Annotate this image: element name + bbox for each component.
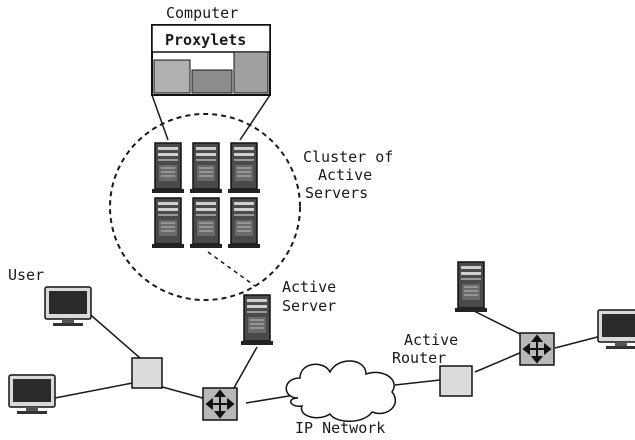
cluster-label-line1: Cluster of bbox=[303, 148, 393, 166]
zoom-line-right bbox=[239, 94, 271, 141]
active-router-label-line1: Active bbox=[404, 331, 458, 349]
active-server-label-line1: Active bbox=[282, 278, 336, 296]
user-monitor-icon bbox=[44, 286, 92, 327]
link-router-cloud bbox=[245, 394, 296, 404]
cloud-icon bbox=[285, 360, 397, 422]
computer-box bbox=[151, 24, 271, 96]
active-server-icon bbox=[240, 294, 274, 346]
active-router-label-line2: Router bbox=[392, 349, 446, 367]
computer-label: Computer bbox=[166, 4, 238, 22]
cluster-label-line3: Servers bbox=[305, 184, 368, 202]
server-icon bbox=[189, 197, 223, 249]
link-user1-hub bbox=[84, 309, 149, 366]
link-server-router bbox=[471, 309, 529, 339]
user-label: User bbox=[8, 266, 44, 284]
remote-server-icon bbox=[454, 261, 488, 313]
link-router-monitor bbox=[554, 334, 606, 349]
server-icon bbox=[227, 142, 261, 194]
link-router-server bbox=[229, 346, 258, 396]
cluster-boundary bbox=[109, 113, 301, 301]
connection-lines bbox=[54, 94, 606, 404]
server-icon bbox=[227, 197, 261, 249]
ip-network-label: IP Network bbox=[295, 419, 385, 436]
active-server-label-line2: Server bbox=[282, 297, 336, 315]
cluster-label-line2: Active bbox=[318, 166, 372, 184]
cluster-to-server-dashed bbox=[207, 251, 256, 287]
router-icon bbox=[519, 332, 555, 366]
proxylets-label: Proxylets bbox=[165, 31, 246, 49]
server-icon bbox=[151, 197, 185, 249]
zoom-line-left bbox=[151, 94, 169, 141]
hub-icon bbox=[131, 357, 163, 389]
server-icon bbox=[151, 142, 185, 194]
router-icon bbox=[202, 387, 238, 421]
user-monitor-icon bbox=[8, 374, 56, 415]
link-cloud-activerouter bbox=[394, 379, 441, 386]
link-hub-router bbox=[154, 384, 211, 401]
server-icon bbox=[189, 142, 223, 194]
cluster-servers bbox=[151, 142, 261, 249]
hub-icon bbox=[439, 365, 473, 397]
remote-monitor-icon bbox=[597, 309, 635, 350]
link-activerouter-router bbox=[474, 351, 523, 373]
